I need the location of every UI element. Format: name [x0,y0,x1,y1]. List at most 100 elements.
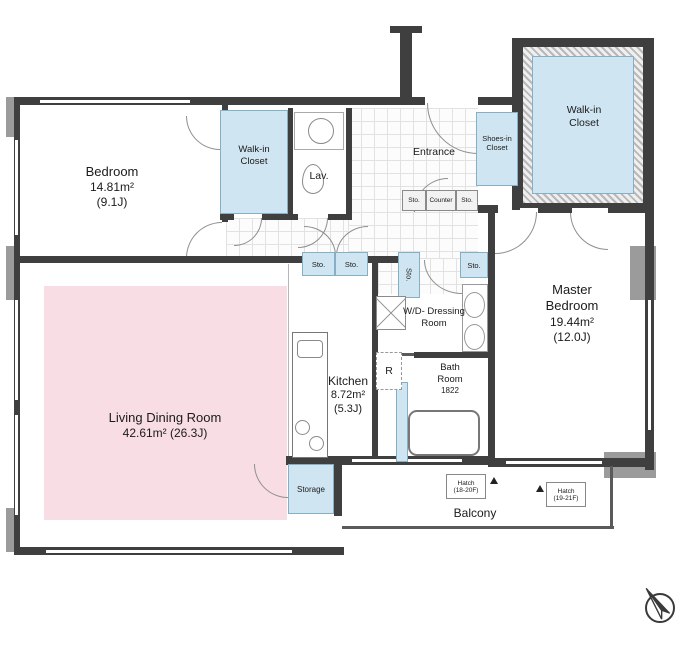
living-room-rug [44,286,287,520]
hatch-marker-icon [536,485,544,492]
window [15,140,18,235]
kitchen-sink [297,340,323,358]
wall-segment [14,97,425,105]
lavatory-label: Lav. [294,170,344,183]
wall-segment [372,262,378,462]
sto-label: Sto. [404,268,414,282]
stove-burner [295,420,310,435]
shoes-in-closet-area [476,112,518,186]
entrance-sto-box: Sto. [456,190,478,211]
wall-segment [488,212,495,462]
window [506,461,602,464]
balcony-edge [342,526,614,529]
storage-box: Sto. [302,252,335,276]
wic-right-line1: Walk-in [566,104,602,116]
storage-label: Storage [296,484,326,494]
kitchen-tatami: (5.3J) [333,402,363,415]
wall-segment [608,205,648,213]
bath-entry-strip [396,382,408,462]
balcony-edge [610,466,613,528]
evacuation-hatch: Hatch (19-21F) [546,482,586,507]
wic-right-line2: Closet [569,117,599,130]
wall-segment [328,214,352,220]
hatch-label: Hatch [457,479,475,487]
refrigerator-label: R [385,365,393,377]
storage-box: Sto. [335,252,368,276]
hatch-label: Hatch [557,487,575,495]
wall-segment [368,256,400,263]
window [15,415,18,515]
shoes-closet-line2: Closet [486,143,508,153]
window [15,300,18,400]
wall-segment [400,30,412,97]
toilet [302,164,324,194]
sto-label: Sto. [408,197,420,204]
walkin-closet-right-label: Walk-in Closet [534,104,634,130]
refrigerator-space: R [376,352,402,390]
window [40,100,190,103]
lavatory-name: Lav. [309,170,329,182]
shoes-closet-line1: Shoes-in [482,134,512,143]
sto-label: Sto. [311,259,326,269]
wd-line1: W/D- Dressing [403,306,465,317]
kitchen-label: Kitchen 8.72m² (5.3J) [316,374,380,417]
north-compass-icon [645,587,675,623]
ldk-area: 42.61m² (26.3J) [122,426,208,441]
wall-segment [14,256,228,263]
wd-line2: Room [421,317,447,329]
vanity-basin [464,292,485,318]
wall-segment [228,256,304,263]
sto-label: Sto. [467,260,481,270]
wic-left-line1: Walk-in [238,144,270,155]
kitchen-boundary-line [288,264,289,458]
wall-segment [262,214,298,220]
master-line1: Master [552,282,592,297]
master-line2: Bedroom [545,298,599,314]
wall-segment [334,460,342,516]
sto-label: Sto. [461,197,473,204]
wall-segment [346,108,352,220]
walkin-closet-left-area [220,110,288,214]
entrance-name: Entrance [412,146,456,158]
wic-left-line2: Closet [240,155,268,167]
bath-line2: Room [437,373,463,385]
wall-segment [288,108,293,218]
master-bedroom-door-arc [495,212,537,254]
bedroom-door-arc [186,222,222,258]
kitchen-area: 8.72m² [330,389,366,401]
counter-label: Counter [429,197,453,204]
master-bedroom-label: Master Bedroom 19.44m² (12.0J) [504,282,640,345]
bedroom-closet-door-arc [186,116,220,150]
bath-room-label: Bath Room 1822 [416,362,484,396]
bath-line1: Bath [440,362,460,373]
wall-segment [645,38,654,470]
entrance-counter: Counter [426,190,456,211]
master-closet-door-arc [570,212,608,250]
window [46,550,292,553]
bath-size: 1822 [441,385,459,395]
hatch-marker-icon [490,477,498,484]
master-tatami: (12.0J) [553,329,591,344]
wall-segment [538,205,572,213]
wall-segment [390,26,422,33]
sto-label: Sto. [344,259,359,269]
evacuation-hatch: Hatch (18-20F) [446,474,486,499]
bedroom-tatami: (9.1J) [96,195,128,210]
wall-segment [478,97,518,105]
washer-dryer [376,296,406,330]
wall-segment [478,205,498,213]
vanity-basin [464,324,485,350]
bathtub [408,410,480,456]
kitchen-name: Kitchen [327,374,369,388]
entrance-sto-box: Sto. [402,190,426,211]
storage-box: Sto. [398,252,420,298]
bedroom-name: Bedroom [85,164,139,179]
bedroom-label: Bedroom 14.81m² (9.1J) [30,164,194,210]
entrance-label: Entrance [392,146,476,159]
wd-dressing-label: W/D- Dressing Room [382,306,486,330]
balcony-label: Balcony [400,506,550,521]
window [648,300,651,430]
master-area: 19.44m² [549,314,595,329]
storage-box: Sto. [460,252,488,278]
